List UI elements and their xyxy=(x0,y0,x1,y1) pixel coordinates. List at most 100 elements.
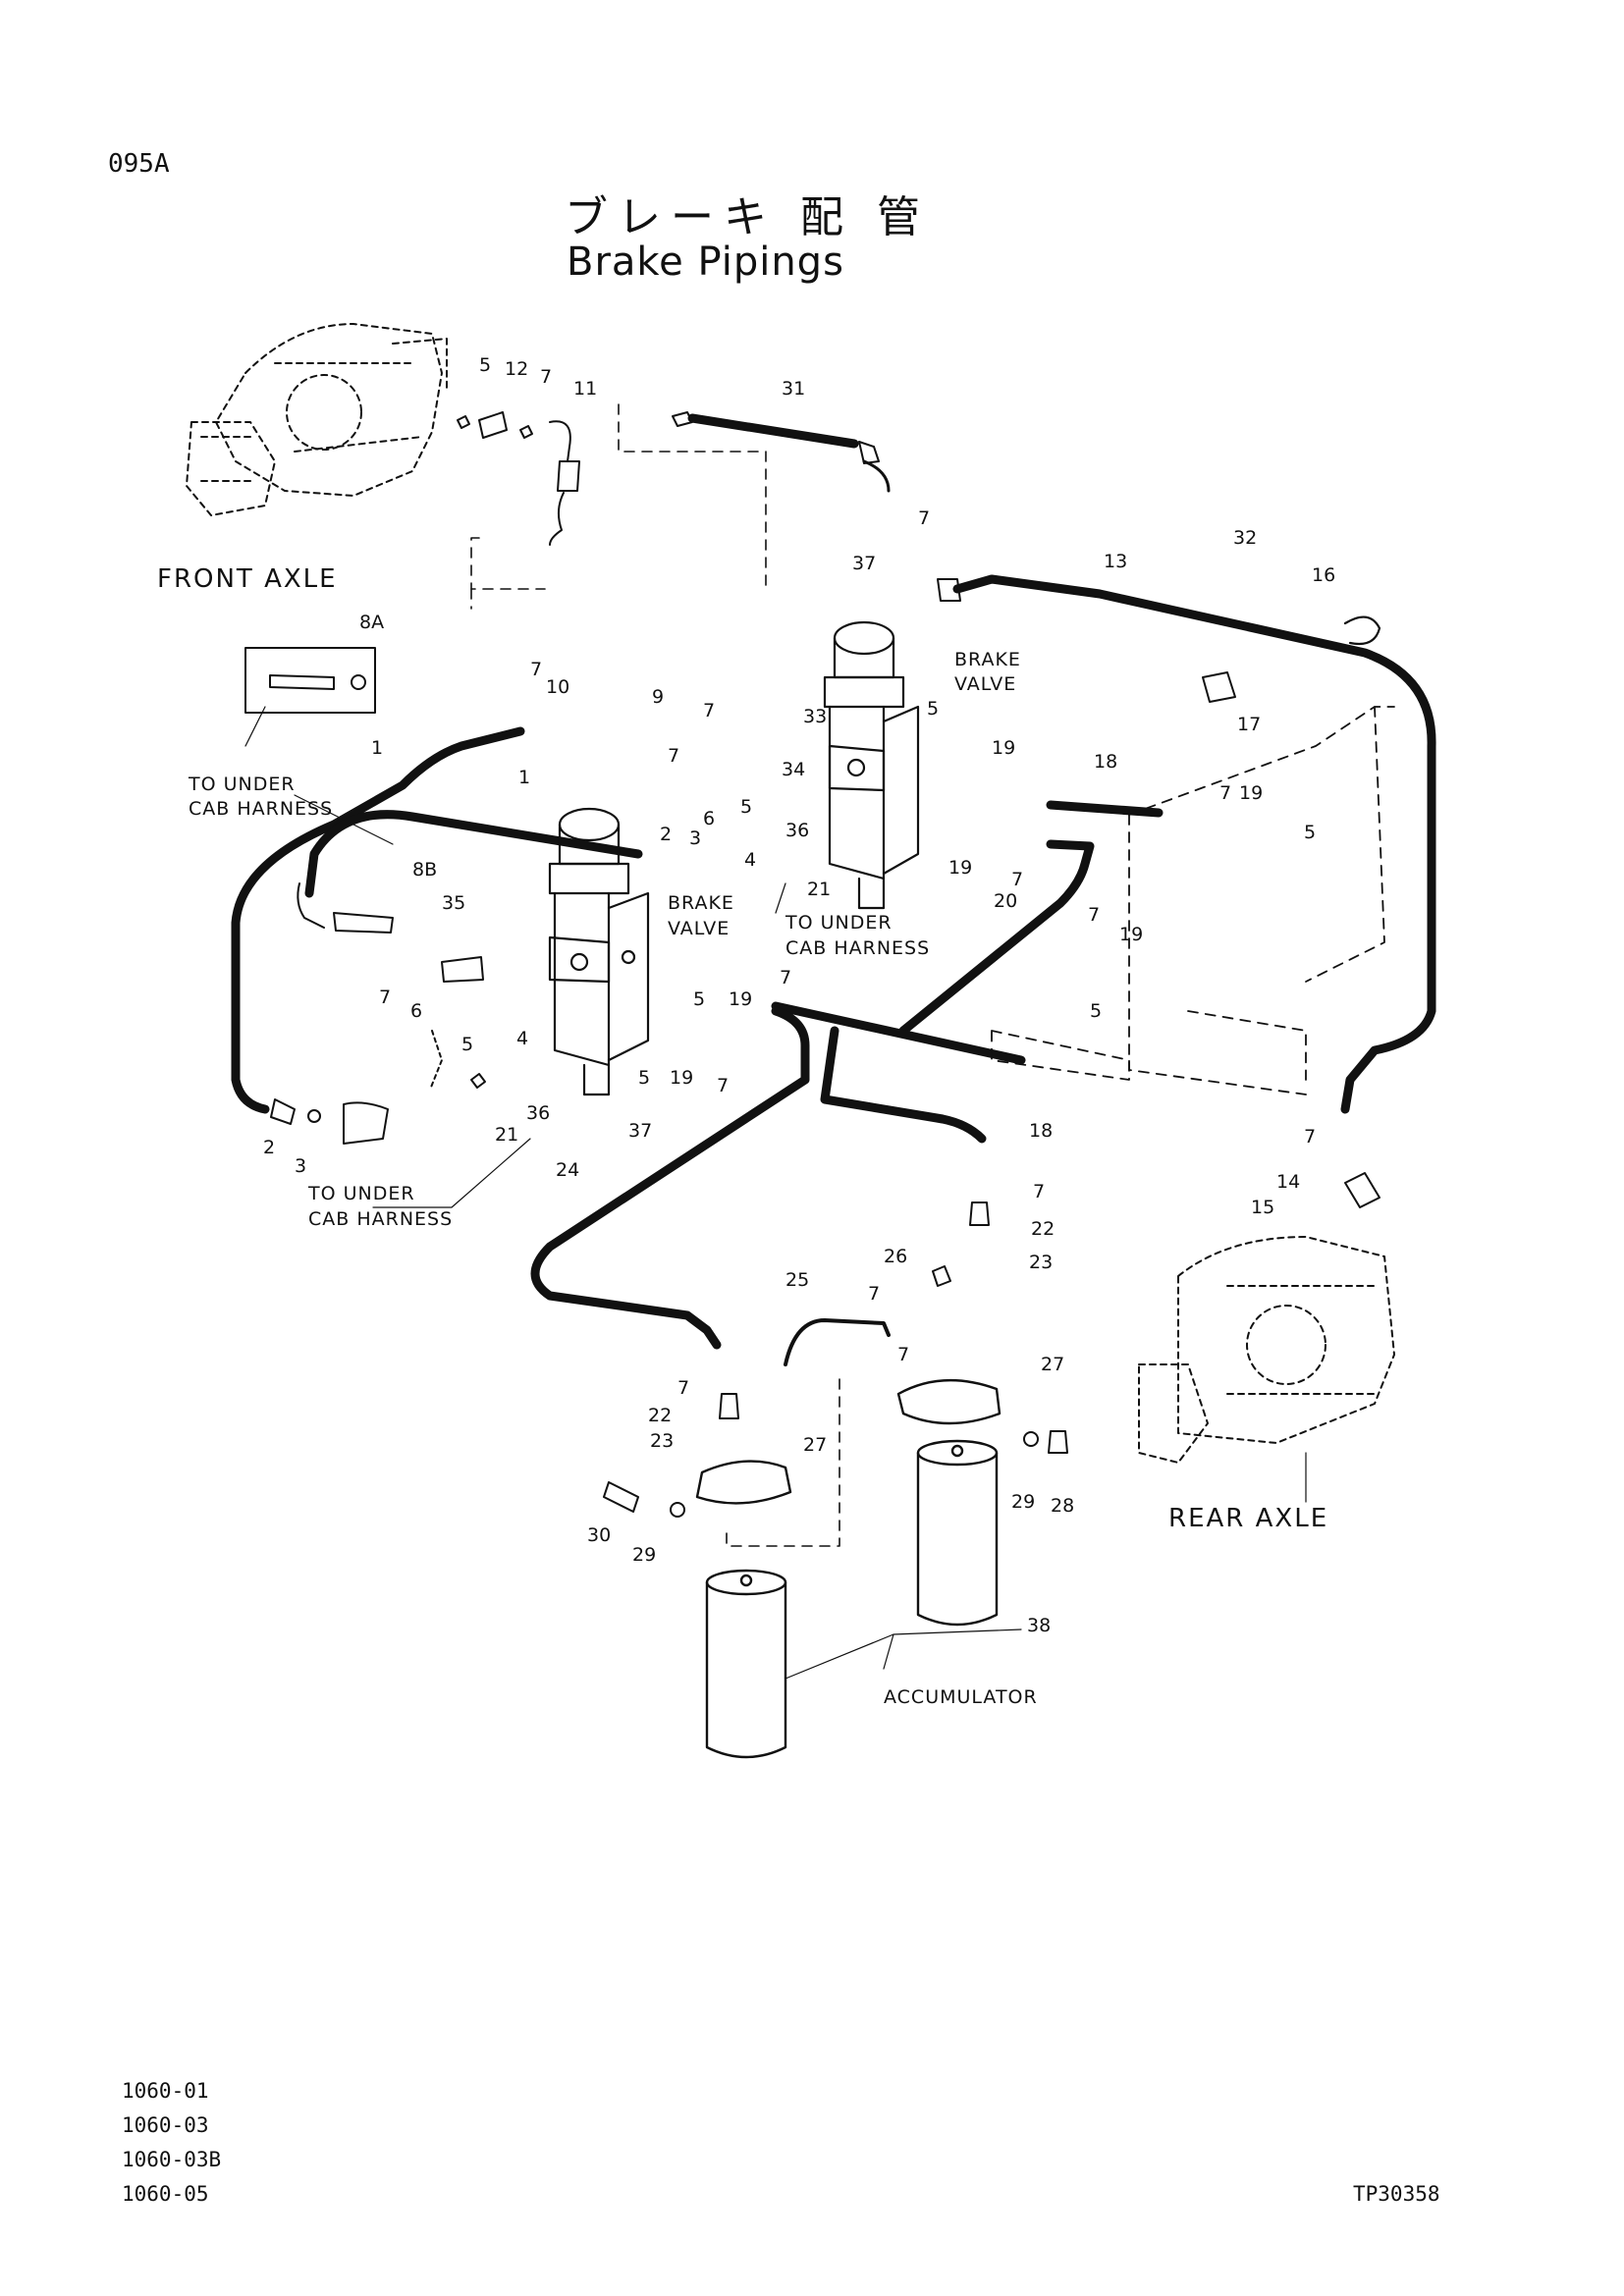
hose-31 xyxy=(672,411,891,493)
callout-13: 13 xyxy=(1104,551,1127,572)
callout-7: 7 xyxy=(1011,869,1023,890)
to-under-cab-harness-2-l2: CAB HARNESS xyxy=(785,937,930,959)
callout-7: 7 xyxy=(540,366,552,388)
callout-25: 25 xyxy=(785,1269,809,1291)
callout-1: 1 xyxy=(371,737,383,759)
doc-ref-1: 1060-01 xyxy=(122,2079,209,2103)
page-code: 095A xyxy=(108,149,170,179)
title-japanese: ブレーキ 配 管 xyxy=(565,192,930,242)
callout-11: 11 xyxy=(573,378,597,400)
callout-7: 7 xyxy=(717,1075,729,1096)
callout-5: 5 xyxy=(479,354,491,376)
callout-7: 7 xyxy=(379,987,391,1008)
callout-7: 7 xyxy=(780,967,791,988)
front-axle-drawing xyxy=(186,323,448,516)
clamp-17 xyxy=(1202,671,1236,703)
callout-1: 1 xyxy=(518,767,530,788)
callout-5: 5 xyxy=(1090,1000,1102,1022)
hose-20 xyxy=(898,839,1095,1036)
callout-3: 3 xyxy=(295,1155,306,1177)
callout-37: 37 xyxy=(852,553,876,574)
callout-15: 15 xyxy=(1251,1197,1274,1218)
hose-1 xyxy=(231,726,525,1114)
callout-24: 24 xyxy=(556,1159,579,1181)
callout-17: 17 xyxy=(1237,714,1261,735)
callout-29: 29 xyxy=(632,1544,656,1566)
hose-24 xyxy=(530,1006,810,1350)
callout-2: 2 xyxy=(660,824,672,845)
to-under-cab-harness-3-l2: CAB HARNESS xyxy=(308,1208,453,1230)
brake-valve-label-left-l2: VALVE xyxy=(668,918,730,939)
callout-5: 5 xyxy=(461,1034,473,1055)
callout-19: 19 xyxy=(670,1067,693,1089)
front-axle-fittings xyxy=(457,411,580,546)
callout-10: 10 xyxy=(546,676,569,698)
small-parts xyxy=(603,1172,1380,1518)
brake-valve-right xyxy=(823,620,920,910)
callout-7: 7 xyxy=(1304,1126,1316,1148)
callout-7: 7 xyxy=(897,1344,909,1365)
callout-30: 30 xyxy=(587,1524,611,1546)
callout-20: 20 xyxy=(994,890,1017,912)
callout-4: 4 xyxy=(744,849,756,871)
callout-3: 3 xyxy=(689,828,701,849)
callout-21: 21 xyxy=(807,879,831,900)
callout-5: 5 xyxy=(740,796,752,818)
callout-9: 9 xyxy=(652,686,664,708)
callout-33: 33 xyxy=(803,706,827,727)
callout-4: 4 xyxy=(516,1028,528,1049)
brake-valve-label-right-l2: VALVE xyxy=(954,673,1016,695)
rear-axle-drawing xyxy=(1138,1236,1395,1464)
callout-14: 14 xyxy=(1276,1171,1300,1193)
callout-7: 7 xyxy=(918,507,930,529)
callout-19: 19 xyxy=(1119,924,1143,945)
accumulator-right xyxy=(916,1439,999,1627)
brake-valve-left xyxy=(548,807,650,1096)
bracket-27-upper xyxy=(896,1378,1001,1425)
front-axle-label: FRONT AXLE xyxy=(157,564,338,594)
callout-16: 16 xyxy=(1312,564,1335,586)
bracket-27-lower xyxy=(695,1460,792,1505)
callout-5: 5 xyxy=(693,988,705,1010)
callout-2: 2 xyxy=(263,1137,275,1158)
callout-36: 36 xyxy=(785,820,809,841)
callout-7: 7 xyxy=(1219,782,1231,804)
callout-7: 7 xyxy=(668,745,679,767)
callout-5: 5 xyxy=(927,698,939,720)
callout-18: 18 xyxy=(1094,751,1117,773)
callout-7: 7 xyxy=(1033,1181,1045,1202)
dashed-leader xyxy=(618,403,767,590)
callout-19: 19 xyxy=(729,988,752,1010)
callout-23: 23 xyxy=(1029,1252,1053,1273)
hose-18c xyxy=(820,1026,987,1144)
title-english: Brake Pipings xyxy=(567,240,844,285)
callout-27: 27 xyxy=(803,1434,827,1456)
doc-ref-4: 1060-05 xyxy=(122,2182,209,2206)
callout-27: 27 xyxy=(1041,1354,1064,1375)
doc-ref-3: 1060-03B xyxy=(122,2148,222,2171)
callout-38: 38 xyxy=(1027,1615,1051,1636)
callout-32: 32 xyxy=(1233,527,1257,549)
hose-18-lower xyxy=(771,1001,1026,1065)
kit-8a-box xyxy=(244,647,376,714)
to-under-cab-harness-3-l1: TO UNDER xyxy=(307,1183,415,1204)
tube-25 xyxy=(784,1318,891,1366)
to-under-cab-harness-1-l2: CAB HARNESS xyxy=(189,798,333,820)
hose-13 xyxy=(952,574,1436,1114)
to-under-cab-harness-1-l1: TO UNDER xyxy=(188,774,296,795)
doc-ref-2: 1060-03 xyxy=(122,2113,209,2137)
callout-28: 28 xyxy=(1051,1495,1074,1517)
callout-23: 23 xyxy=(650,1430,674,1452)
hose-18-upper xyxy=(1046,800,1164,818)
hose-13-end xyxy=(937,578,961,602)
callout-8b: 8B xyxy=(412,859,437,881)
callout-22: 22 xyxy=(1031,1218,1055,1240)
callout-26: 26 xyxy=(884,1246,907,1267)
callout-21: 21 xyxy=(495,1124,518,1146)
callout-22: 22 xyxy=(648,1405,672,1426)
brake-valve-label-left-l1: BRAKE xyxy=(668,892,734,914)
left-fittings xyxy=(270,882,486,1145)
clip-16 xyxy=(1343,615,1381,646)
callout-5: 5 xyxy=(638,1067,650,1089)
